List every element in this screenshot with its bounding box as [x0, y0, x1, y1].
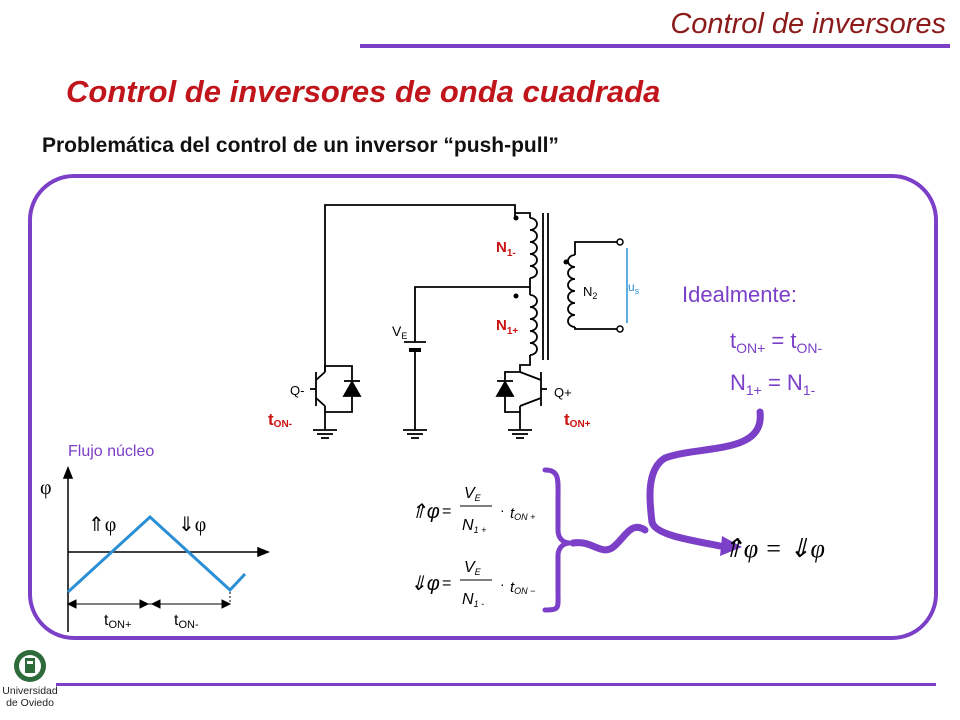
time-interval-markers — [66, 599, 232, 609]
connector-curve — [569, 523, 649, 554]
implication-arrow — [646, 408, 764, 550]
svg-text:VE: VE — [464, 559, 482, 577]
svg-text:=: = — [442, 503, 451, 520]
winding-n1-plus-label: N1+ — [496, 317, 518, 337]
ideal-equation-turns: N1+ = N1- — [730, 370, 816, 398]
winding-n2-label: N2 — [583, 284, 597, 301]
svg-text:N1 -: N1 - — [462, 591, 484, 609]
svg-text:tON −: tON − — [510, 579, 535, 596]
header-title: Control de inversores — [670, 8, 946, 40]
flux-balance-result: ⇑φ = ⇓φ — [722, 534, 825, 563]
svg-text:⇑φ: ⇑φ — [410, 501, 440, 523]
footer-divider — [56, 683, 936, 686]
flux-waveform — [66, 514, 247, 594]
svg-text:·: · — [500, 576, 505, 592]
output-voltage-label: us — [628, 280, 640, 296]
slide-subtitle: Problemática del control de un inversor … — [42, 134, 559, 157]
polarity-dot — [513, 293, 519, 299]
interval-ton-plus: tON+ — [104, 612, 131, 631]
polarity-dot — [513, 215, 519, 221]
switch-q-minus-label: Q- — [290, 383, 304, 398]
push-pull-circuit — [310, 204, 620, 439]
university-logo — [14, 650, 46, 682]
flux-fall-label: ⇓φ — [178, 514, 206, 536]
polarity-dot — [563, 259, 569, 265]
output-terminal — [616, 238, 624, 246]
switch-q-plus-label: Q+ — [554, 385, 572, 400]
formula-brace — [542, 467, 571, 613]
svg-text:N1 +: N1 + — [462, 517, 486, 535]
slide-title: Control de inversores de onda cuadrada — [66, 74, 661, 109]
ideal-equation-ton: tON+ = tON- — [730, 328, 823, 356]
ton-minus-label: tON- — [268, 410, 292, 430]
flux-rise-formula: ⇑φ = VE N1 + · tON + — [410, 485, 535, 535]
svg-text:·: · — [500, 502, 505, 518]
flux-rise-label: ⇑φ — [88, 514, 116, 536]
university-name: Universidad de Oviedo — [2, 685, 58, 709]
ideal-label: Idealmente: — [682, 282, 797, 307]
flux-fall-formula: ⇓φ = VE N1 - · tON − — [410, 559, 535, 609]
svg-text:VE: VE — [464, 485, 482, 503]
source-voltage-label: VE — [392, 323, 407, 341]
interval-ton-minus: tON- — [174, 612, 199, 631]
output-terminal — [616, 325, 624, 333]
svg-text:tON +: tON + — [510, 505, 535, 522]
svg-text:⇓φ: ⇓φ — [410, 573, 440, 595]
winding-n1-minus-label: N1- — [496, 239, 516, 259]
arrow-head — [720, 536, 742, 556]
flux-axis-symbol: φ — [40, 477, 52, 499]
content-frame — [28, 174, 938, 640]
ton-plus-label: tON+ — [564, 410, 591, 430]
svg-text:=: = — [442, 575, 451, 592]
flux-plot-axes — [62, 465, 271, 632]
header-divider — [360, 44, 950, 48]
flux-plot-label: Flujo núcleo — [68, 443, 154, 460]
